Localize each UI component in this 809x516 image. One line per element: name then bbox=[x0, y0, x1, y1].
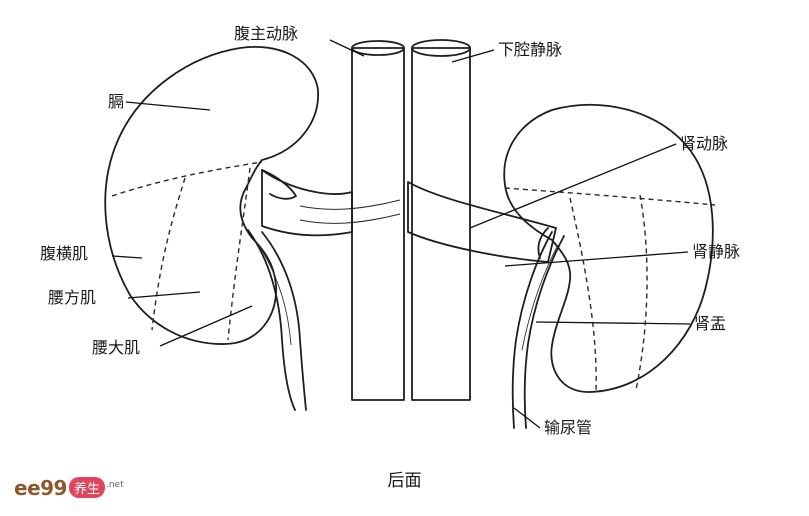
label-renal-pelvis: 肾盂 bbox=[694, 316, 726, 332]
label-renal-vein: 肾静脉 bbox=[692, 244, 740, 260]
leader-ureter bbox=[514, 408, 540, 428]
label-renal-artery: 肾动脉 bbox=[680, 136, 728, 152]
abdominal-aorta bbox=[352, 48, 404, 400]
leader-transversus bbox=[112, 256, 142, 258]
watermark-site: ee99 bbox=[14, 476, 67, 500]
left-transversus-boundary bbox=[152, 178, 185, 330]
leader-renal-artery bbox=[470, 144, 676, 228]
label-ureter: 输尿管 bbox=[544, 420, 592, 436]
watermark-badge: 养生 bbox=[69, 477, 105, 498]
watermark-tld: .net bbox=[106, 480, 124, 490]
inferior-vena-cava bbox=[412, 48, 470, 400]
leader-quadratus bbox=[128, 292, 200, 298]
label-abdominal-aorta: 腹主动脉 bbox=[234, 26, 298, 42]
left-kidney bbox=[105, 47, 318, 344]
right-diaphragm-boundary bbox=[505, 188, 715, 205]
right-transversus-boundary bbox=[636, 195, 647, 390]
left-quadratus-boundary bbox=[228, 168, 250, 340]
right-quadratus-boundary bbox=[570, 198, 596, 392]
label-psoas-major: 腰大肌 bbox=[92, 340, 140, 356]
leader-psoas bbox=[160, 306, 252, 346]
label-inferior-vena-cava: 下腔静脉 bbox=[498, 42, 562, 58]
leader-inferior-vena-cava bbox=[452, 50, 494, 62]
label-diaphragm: 膈 bbox=[108, 94, 124, 110]
renal-vessels-band bbox=[262, 170, 352, 235]
leader-renal-vein bbox=[505, 252, 688, 266]
label-quadratus-lumborum: 腰方肌 bbox=[48, 290, 96, 306]
leader-renal-pelvis bbox=[536, 322, 690, 324]
label-transversus-abdominis: 腹横肌 bbox=[40, 246, 88, 262]
left-diaphragm-boundary bbox=[112, 162, 262, 196]
